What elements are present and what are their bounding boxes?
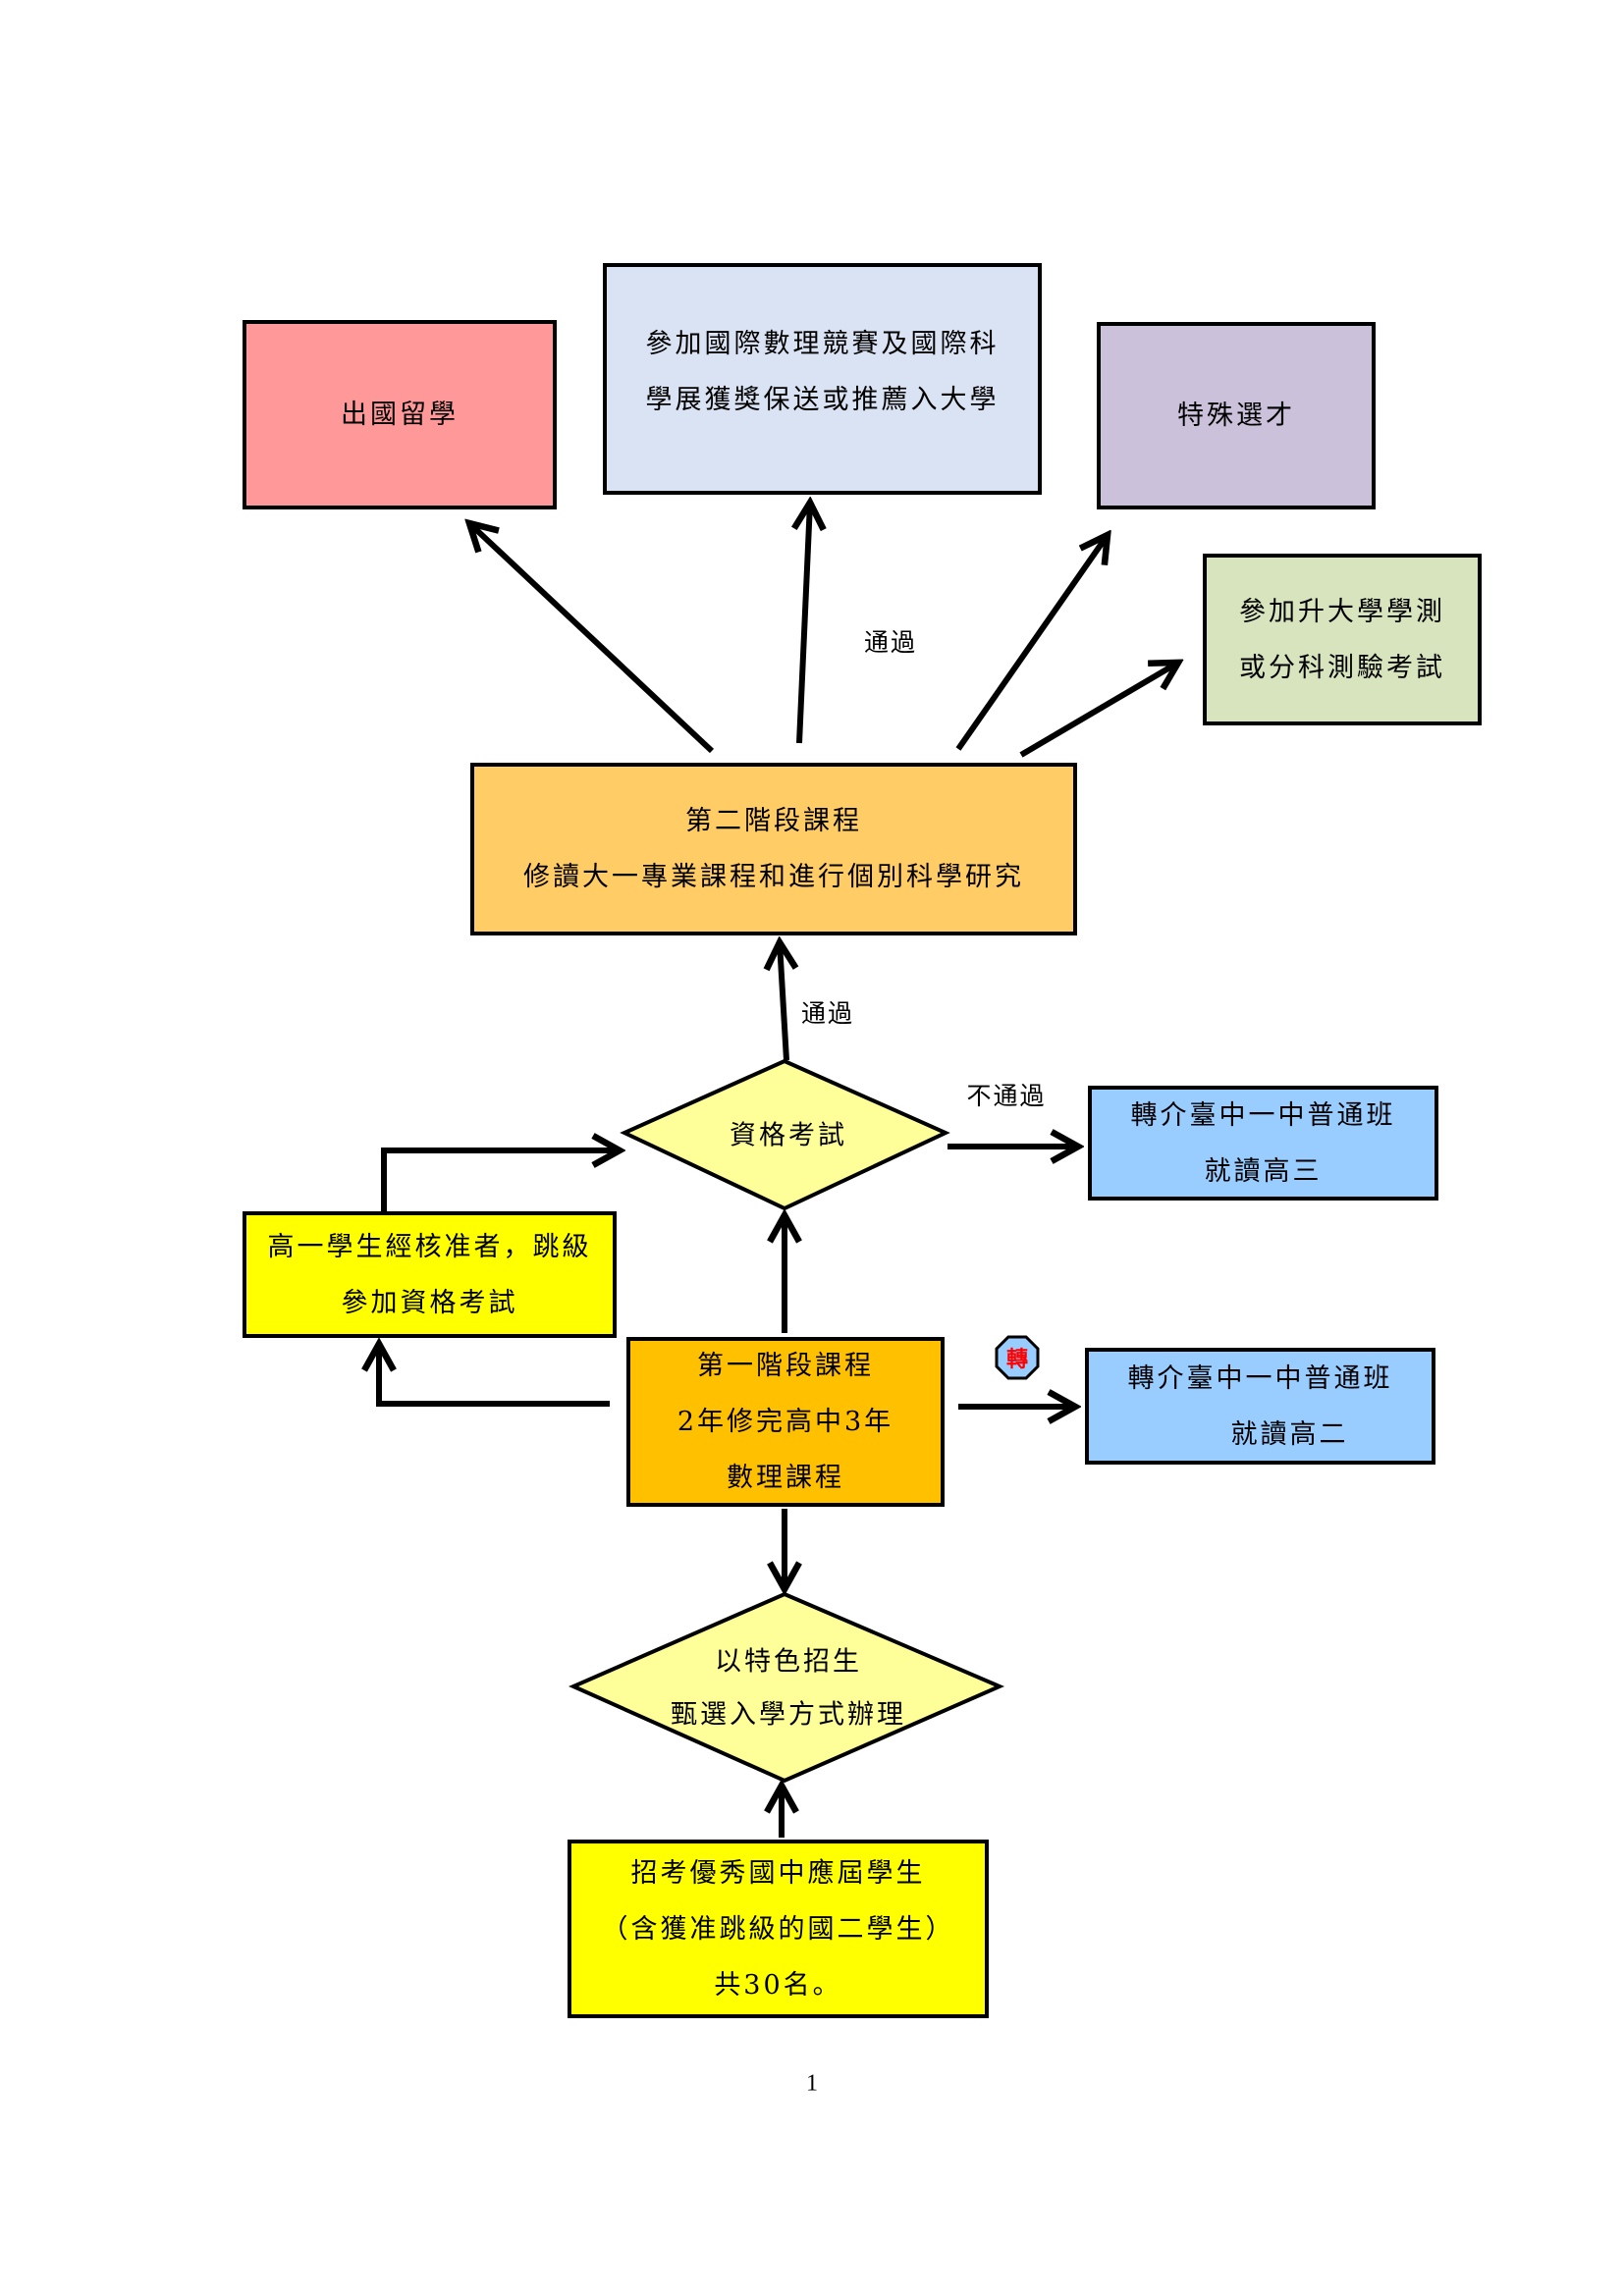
arrow-exam-to-stage2 [780,942,786,1061]
admission-method-line-1: 以特色招生 [715,1646,862,1678]
recruitment-line-3: 共30名。 [714,1969,842,2001]
fail-label: 不通過 [966,1082,1047,1110]
transfer-grade11-line-2: 就讀高二 [1230,1418,1349,1450]
skip-grade-box: 高一學生經核准者，跳級 參加資格考試 [243,1211,617,1338]
arrow-skip-grade-to-exam [381,1150,620,1211]
arrow-stage2-to-special-selection [955,535,1108,751]
qualification-exam-diamond [620,1058,950,1211]
study-abroad-text: 出國留學 [341,400,459,430]
pass-label-middle: 通過 [800,999,855,1028]
recruitment-line-2: （含獲准跳級的國二學生） [601,1913,955,1945]
arrow-stage2-to-competition [799,503,810,744]
octagon-transfer-icon: 轉 [995,1335,1040,1380]
admission-method-diamond [568,1591,1005,1784]
stage1-box: 第一階段課程 2年修完高中3年 數理課程 [626,1337,945,1507]
qualification-exam-text: 資格考試 [730,1099,847,1167]
admission-method-line-2: 甄選入學方式辦理 [671,1699,906,1731]
stage1-line-2: 2年修完高中3年 [677,1407,894,1437]
transfer-grade12-line-1: 轉介臺中一中普通班 [1130,1099,1396,1131]
page-number: 1 [806,2070,818,2097]
transfer-grade12-line-2: 就讀高三 [1204,1155,1323,1187]
special-selection-text: 特殊選才 [1177,400,1295,431]
recruitment-line-1: 招考優秀國中應屆學生 [630,1857,926,1889]
study-abroad-box: 出國留學 [243,320,557,509]
transfer-grade12-box: 轉介臺中一中普通班 就讀高三 [1088,1086,1438,1201]
skip-grade-line-1: 高一學生經核准者，跳級 [267,1231,592,1262]
stage1-title: 第一階段課程 [697,1351,874,1381]
stage2-description: 修讀大一專業課程和進行個別科學研究 [523,862,1024,892]
transfer-grade11-line-1: 轉介臺中一中普通班 [1127,1362,1393,1394]
skip-grade-line-2: 參加資格考試 [341,1287,518,1318]
transfer-badge-text: 轉 [1005,1347,1028,1372]
arrow-stage1-to-skip-grade [379,1344,610,1407]
university-exam-text-line-1: 參加升大學學測 [1239,596,1445,627]
stage2-box: 第二階段課程 修讀大一專業課程和進行個別科學研究 [470,763,1077,935]
pass-label-top: 通過 [863,628,918,657]
university-exam-box: 參加升大學學測 或分科測驗考試 [1203,554,1482,725]
special-selection-box: 特殊選才 [1097,322,1376,509]
admission-method-text: 以特色招生 甄選入學方式辦理 [671,1626,906,1746]
stage1-line-3: 數理課程 [727,1463,844,1493]
recruitment-box: 招考優秀國中應屆學生 （含獲准跳級的國二學生） 共30名。 [568,1840,989,2018]
stage2-title: 第二階段課程 [685,806,862,836]
qualification-exam-label: 資格考試 [730,1120,847,1151]
arrow-stage2-to-study-abroad [469,523,715,754]
arrow-stage2-to-university-exam [1019,663,1178,758]
competition-box: 參加國際數理競賽及國際科 學展獲獎保送或推薦入大學 [603,263,1042,495]
university-exam-text-line-2: 或分科測驗考試 [1239,652,1445,683]
competition-text-line-2: 學展獲獎保送或推薦入大學 [645,385,1000,415]
transfer-grade11-box: 轉介臺中一中普通班 就讀高二 [1085,1348,1435,1465]
competition-text-line-1: 參加國際數理競賽及國際科 [645,329,1000,359]
